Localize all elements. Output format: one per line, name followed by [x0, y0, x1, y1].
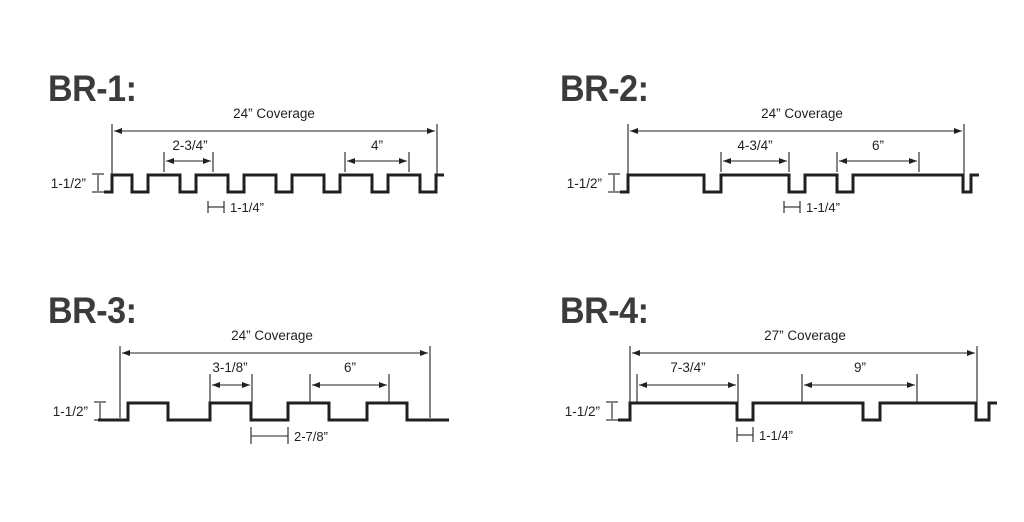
rib-spacing-label: 4-3/4” [737, 138, 772, 153]
arrow-head-left [114, 128, 122, 134]
module-label: 6” [872, 138, 884, 153]
rib-spacing-label: 2-3/4” [172, 138, 207, 153]
module-label: 4” [371, 138, 383, 153]
rib-width-label: 1-1/4” [230, 200, 264, 215]
profile-drawing-br-1: 24” Coverage 2-3/4” 4” 1-1/2” 1-1/4” [51, 106, 444, 215]
profile-drawing-br-4: 27” Coverage 7-3/4” 9” 1-1/2” 1-1/4” [565, 328, 997, 443]
height-label: 1-1/2” [567, 176, 602, 191]
module-label: 9” [854, 360, 866, 375]
panel-section-profile [104, 173, 444, 194]
height-label: 1-1/2” [53, 404, 88, 419]
panel-title-br-3: BR-3: [48, 290, 137, 331]
arrow-head-right [427, 128, 435, 134]
height-label: 1-1/2” [565, 404, 600, 419]
coverage-label: 24” Coverage [761, 106, 843, 121]
panel-title-br-1: BR-1: [48, 68, 137, 109]
coverage-label: 27” Coverage [764, 328, 846, 343]
panel-title-br-2: BR-2: [560, 68, 649, 109]
panel-section-profile [618, 401, 997, 422]
profile-drawing-br-2: 24” Coverage 4-3/4” 6” 1-1/2” 1-1/4” [567, 106, 979, 215]
rib-spacing-label: 7-3/4” [670, 360, 705, 375]
panel-section-profile [98, 401, 449, 422]
rib-width-label: 1-1/4” [806, 200, 840, 215]
coverage-label: 24” Coverage [231, 328, 313, 343]
module-label: 6” [344, 360, 356, 375]
rib-width-label: 1-1/4” [759, 428, 793, 443]
rib-spacing-label: 3-1/8” [212, 360, 247, 375]
panel-section-profile [620, 173, 979, 194]
panel-title-br-4: BR-4: [560, 290, 649, 331]
height-label: 1-1/2” [51, 176, 86, 191]
profile-drawing-br-3: 24” Coverage 3-1/8” 6” 1-1/2” 2-7/8” [53, 328, 449, 444]
rib-width-label: 2-7/8” [294, 429, 328, 444]
coverage-label: 24” Coverage [233, 106, 315, 121]
